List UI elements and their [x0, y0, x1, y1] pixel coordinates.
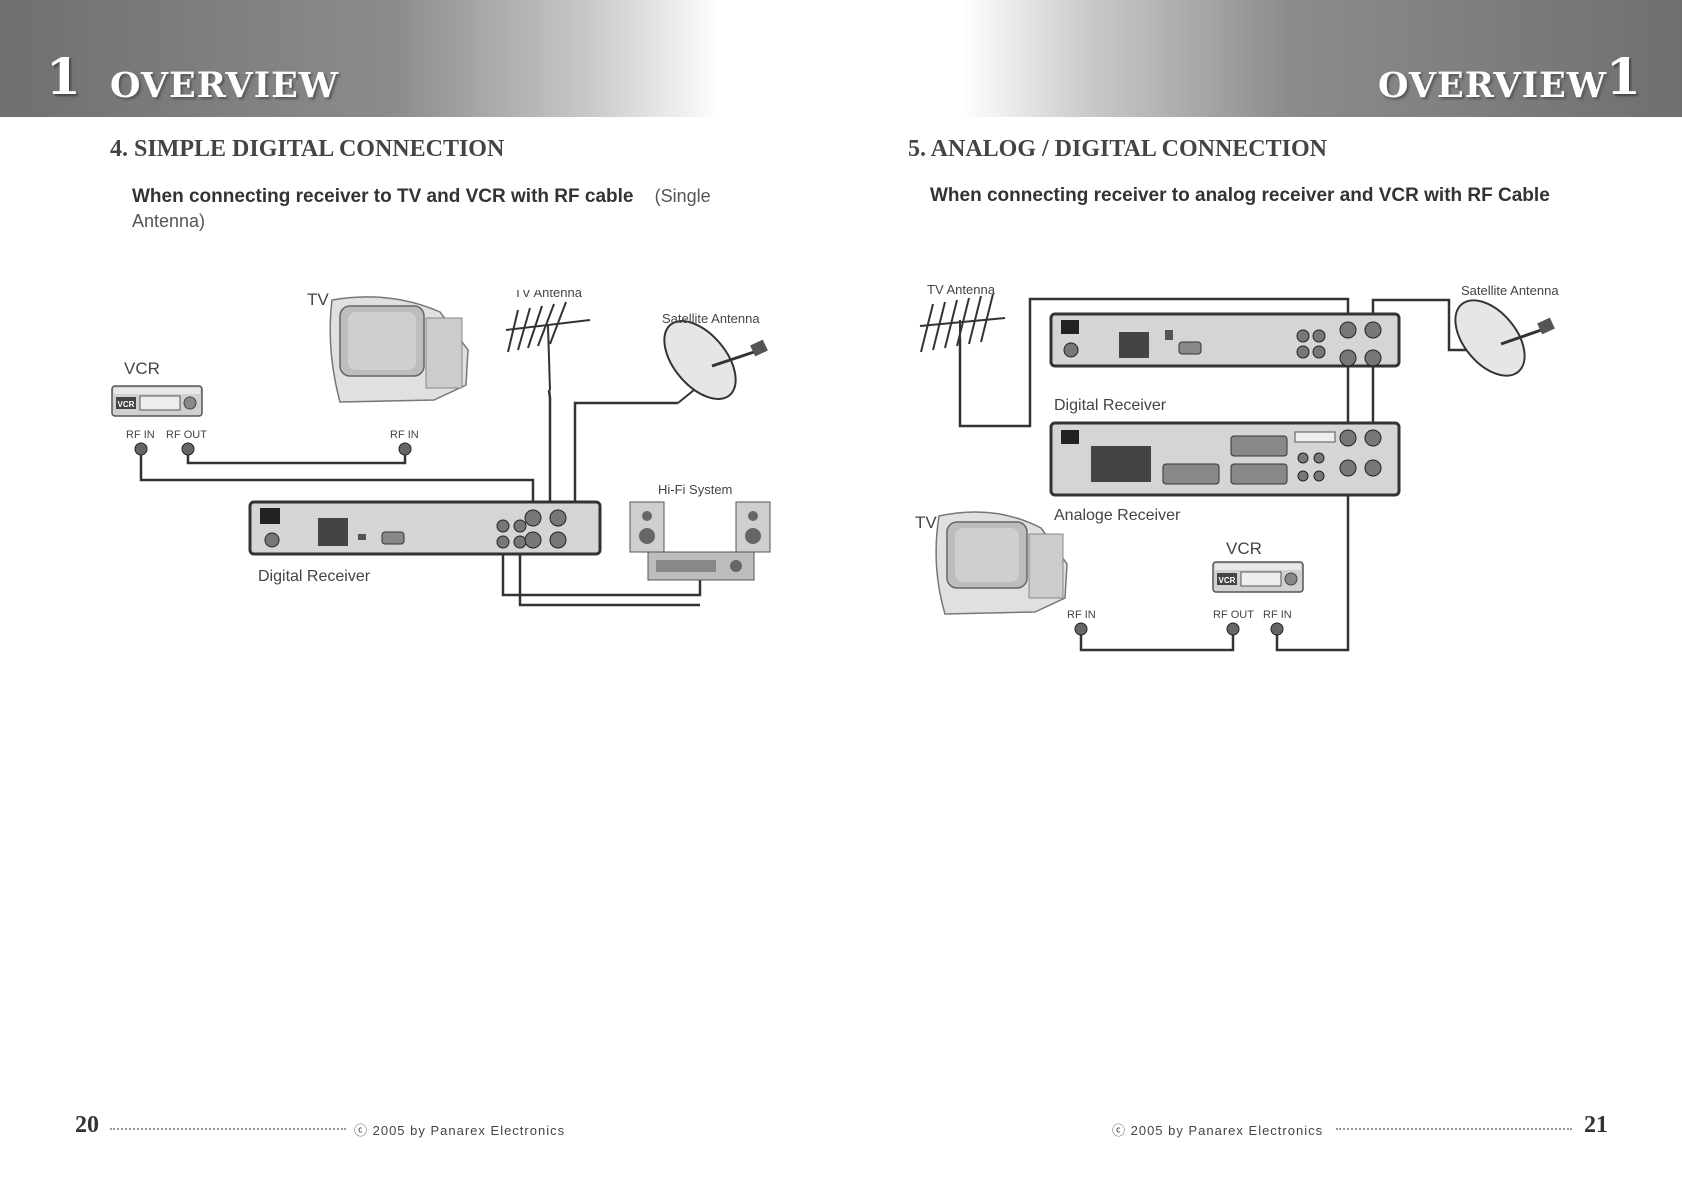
diagram-simple-digital: VCR VCR RF IN RF OUT TV RF IN TV Antenna…: [111, 290, 771, 607]
vcr-rf-in-label-right: RF IN: [1263, 609, 1292, 621]
satellite-antenna-label-right: Satellite Antenna: [1461, 283, 1559, 298]
subtitle-left: When connecting receiver to TV and VCR w…: [132, 184, 752, 234]
chapter-title-right: OVERVIEW: [1378, 65, 1608, 106]
subtitle-left-paren: (Single Antenna): [132, 186, 711, 231]
diagram-analog-digital: TV Antenna Satellite Antenna Digital Rec…: [915, 282, 1559, 652]
header-band-left: [0, 0, 720, 117]
tv-rf-in-port-right: [1074, 622, 1088, 636]
section-title-left: 4. SIMPLE DIGITAL CONNECTION: [110, 136, 505, 162]
subtitle-right: When connecting receiver to analog recei…: [930, 184, 1570, 208]
page-number-left: 20: [75, 1112, 99, 1138]
tv-label-right: TV: [915, 513, 937, 532]
hifi-system: [629, 501, 771, 581]
vcr-badge-left: VCR: [118, 400, 135, 409]
subtitle-right-bold: When connecting receiver to analog recei…: [930, 185, 1550, 206]
copyright-left: ⓒ 2005 by Panarex Electronics: [354, 1123, 566, 1138]
tv-device-left: [329, 296, 469, 403]
vcr-rf-in-port-left: [134, 442, 148, 456]
vcr-rf-out-port-left: [181, 442, 195, 456]
tv-rf-in-label-right: RF IN: [1067, 609, 1096, 621]
analog-receiver: [1049, 421, 1401, 497]
cables-left: [139, 389, 702, 607]
tv-antenna-label-right: TV Antenna: [927, 282, 996, 297]
digital-receiver-left: [248, 500, 602, 556]
hifi-label: Hi-Fi System: [658, 482, 732, 497]
vcr-badge-right: VCR: [1219, 576, 1236, 585]
digital-receiver-label-right: Digital Receiver: [1054, 397, 1167, 414]
footer-dots-left: [110, 1128, 346, 1130]
vcr-device-right: VCR: [1212, 561, 1304, 593]
copyright-right: ⓒ 2005 by Panarex Electronics: [1112, 1123, 1324, 1138]
tv-device-right: [935, 511, 1068, 615]
vcr-rf-out-label-left: RF OUT: [166, 429, 207, 441]
vcr-rf-in-label-left: RF IN: [126, 429, 155, 441]
page-number-right: 21: [1584, 1112, 1608, 1138]
digital-receiver-label-left: Digital Receiver: [258, 568, 371, 585]
subtitle-left-bold: When connecting receiver to TV and VCR w…: [132, 186, 634, 207]
cables-right: [958, 297, 1487, 652]
chapter-title-left: OVERVIEW: [110, 65, 340, 106]
satellite-antenna-label-left: Satellite Antenna: [662, 311, 760, 326]
tv-rf-in-label-left: RF IN: [390, 429, 419, 441]
footer-dots-right: [1336, 1128, 1572, 1130]
satellite-antenna-right: [1454, 299, 1555, 377]
vcr-rf-in-port-right: [1270, 622, 1284, 636]
section-title-right: 5. ANALOG / DIGITAL CONNECTION: [908, 136, 1327, 162]
tv-antenna-label-left: TV Antenna: [514, 290, 583, 300]
digital-receiver-right: [1049, 312, 1401, 368]
satellite-antenna-left: [663, 319, 768, 404]
header-band-right: [962, 0, 1682, 117]
vcr-device-left: VCR: [111, 385, 203, 417]
vcr-rf-out-port-right: [1226, 622, 1240, 636]
tv-antenna-right: [919, 293, 1006, 378]
tv-rf-in-port-left: [398, 442, 412, 456]
analog-receiver-label: Analoge Receiver: [1054, 507, 1181, 524]
chapter-number-right: 1: [1606, 47, 1641, 106]
tv-antenna-left: [505, 301, 591, 391]
chapter-number-left: 1: [46, 47, 81, 106]
vcr-label-right: VCR: [1226, 539, 1262, 558]
tv-label-left: TV: [307, 290, 329, 309]
vcr-label-left: VCR: [124, 359, 160, 378]
vcr-rf-out-label-right: RF OUT: [1213, 609, 1254, 621]
